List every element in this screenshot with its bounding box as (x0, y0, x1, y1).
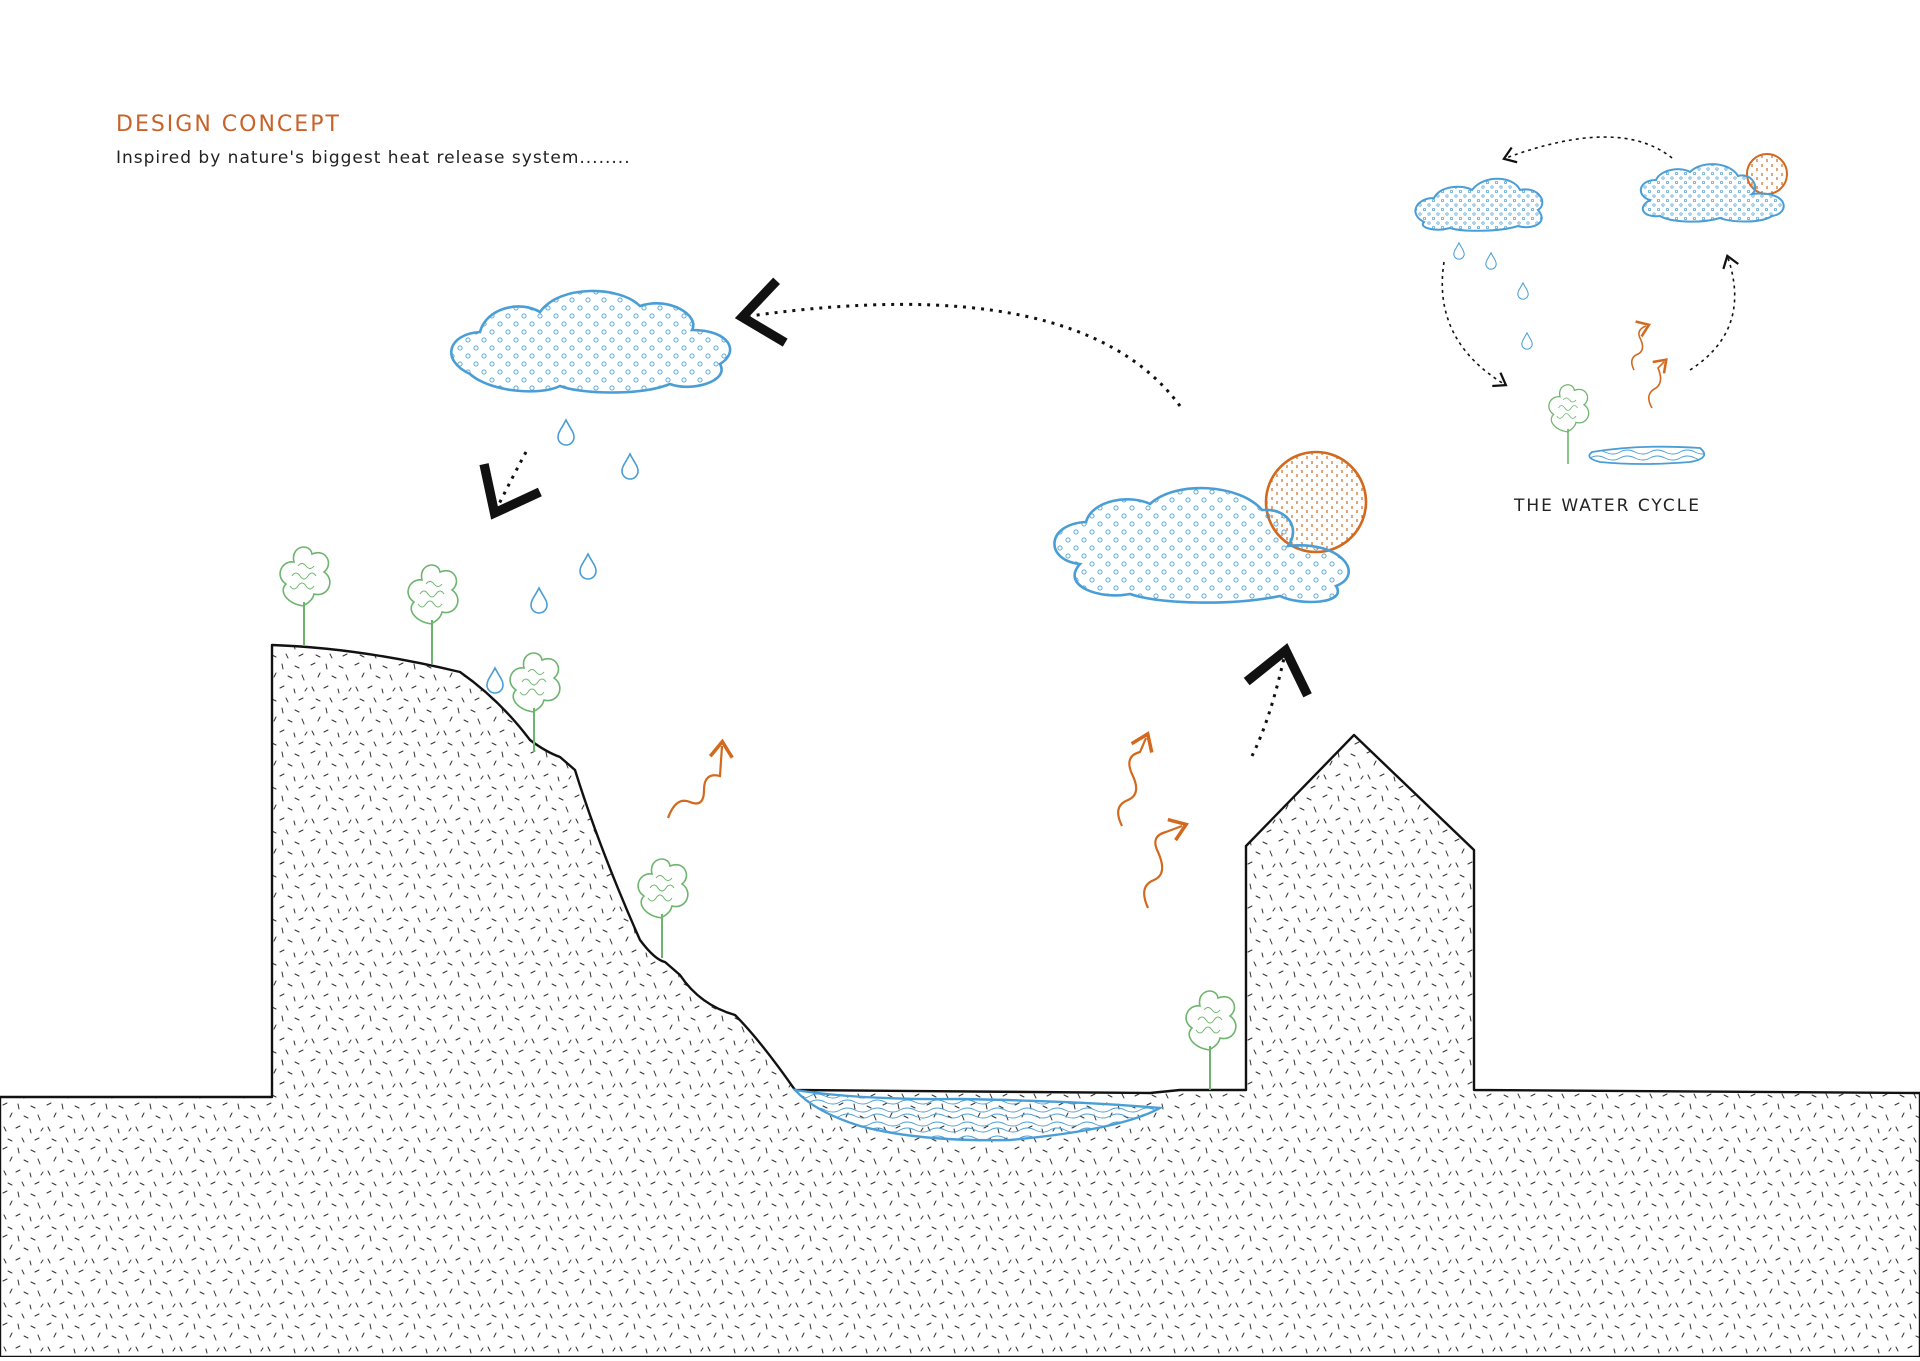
raindrop-icon (531, 588, 547, 613)
heat-wave-icon (668, 746, 722, 818)
cloud-icon (451, 291, 730, 393)
raindrop-icon (1454, 243, 1464, 259)
dotted-arrow-icon (1252, 658, 1284, 756)
dotted-arrow-icon (1442, 262, 1504, 384)
raindrop-icon (1486, 253, 1496, 269)
tree-icon (1549, 385, 1589, 464)
terrain-ground (0, 645, 1920, 1357)
heat-wave-icon (1649, 362, 1664, 408)
tree-icon (1186, 991, 1236, 1090)
dotted-arrow-icon (1506, 137, 1672, 158)
raindrop-icon (580, 554, 596, 579)
tree-icon (408, 565, 458, 664)
raindrop-icon (558, 420, 574, 445)
heat-wave-icon (1632, 326, 1646, 370)
tree-icon (638, 859, 688, 958)
heat-wave-icon (1144, 826, 1182, 908)
water-body-icon (1589, 447, 1704, 464)
heat-wave-icon (1118, 738, 1146, 826)
dotted-arrow-icon (1690, 258, 1735, 370)
tree-icon (280, 547, 330, 646)
dotted-arrow-icon (750, 304, 1180, 406)
page-subtitle: Inspired by nature's biggest heat releas… (116, 148, 631, 168)
raindrop-icon (1518, 283, 1528, 299)
raindrop-icon (487, 668, 503, 693)
raindrop-icon (1522, 333, 1532, 349)
raindrop-icon (622, 454, 638, 479)
inset-label: THE WATER CYCLE (1514, 496, 1701, 516)
water-cycle-inset (1415, 137, 1787, 464)
dotted-arrow-icon (498, 452, 526, 506)
cloud-icon (1415, 179, 1542, 231)
page-title: DESIGN CONCEPT (116, 112, 341, 137)
